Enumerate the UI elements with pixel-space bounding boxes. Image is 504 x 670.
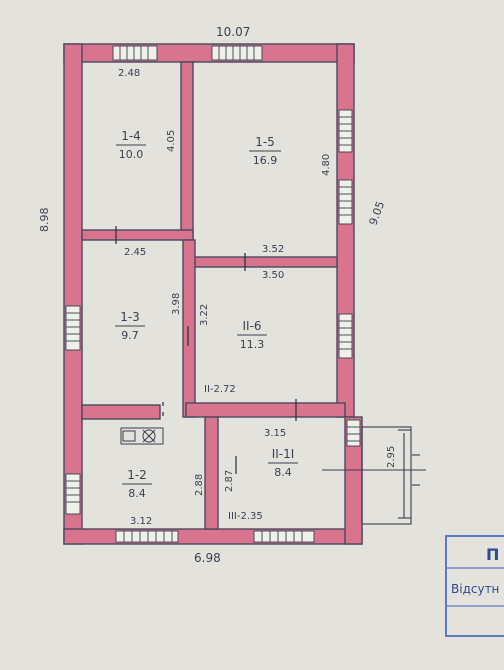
room-ii-6: II-6 11.3 [237,319,267,351]
room-labels: 1-4 10.0 1-5 16.9 1-3 9.7 II-6 11.3 1-2 … [115,129,298,500]
window-right-1 [338,109,353,153]
wall-interior-horizontal-right [192,256,338,268]
room-ii-11-id: II-1I [272,447,295,461]
dim-corridor: II-2.72 [204,384,236,395]
window-bottom-2 [253,530,315,543]
dim-room12-right: 2.88 [194,474,205,496]
wall-interior-vertical-lower [204,416,219,530]
room-1-2-id: 1-2 [127,468,147,482]
window-right-lower [346,419,361,447]
dim-room1-11-top: 3.15 [264,428,286,439]
stamp-corner-letter: П [486,545,499,564]
window-right-2 [338,179,353,225]
porch [322,426,426,525]
wall-interior-vertical-top [180,61,194,241]
stamp: П Відсутн [445,535,504,637]
room-ii-6-area: 11.3 [240,338,265,351]
stamp-border [445,535,504,637]
room-1-3-area: 9.7 [121,329,139,342]
dim-right-upper: 4.80 [321,154,332,176]
dim-porch: 2.95 [386,446,397,468]
dim-room13-right: 3.98 [171,293,182,315]
wall-top [63,43,355,63]
window-left-2 [65,473,81,515]
room-ii-6-id: II-6 [242,319,261,333]
stove-icon [120,427,164,445]
room-1-5: 1-5 16.9 [249,135,281,167]
dim-room1-11-left: 2.87 [224,470,235,492]
dim-bottom-width: 6.98 [194,551,221,565]
room-ii-11-area: 8.4 [274,466,292,479]
dim-room16-top: 3.50 [262,270,284,281]
wall-interior-horizontal-left [81,229,194,241]
wall-interior-horizontal-lower-left [81,404,161,420]
dim-room1-11-bottom: III-2.35 [228,511,263,522]
room-1-2: 1-2 8.4 [122,468,152,500]
dim-top-width: 10.07 [216,25,250,39]
window-bottom-1 [115,530,179,543]
dim-room12-bottom: 3.12 [130,516,152,527]
dim-mid-upper: 4.05 [166,130,177,152]
window-group [65,45,361,543]
room-1-4: 1-4 10.0 [116,129,146,161]
window-right-3 [338,313,353,359]
dim-room15-bottom: 3.52 [262,244,284,255]
wall-right-upper [336,43,355,418]
wall-left [63,43,83,545]
window-left-1 [65,305,81,351]
wall-interior-horizontal-lower-right [185,402,346,418]
dim-room14-top: 2.48 [118,68,140,79]
wall-bottom [63,528,363,545]
wall-interior-vertical-mid [182,239,196,418]
room-1-5-area: 16.9 [253,154,278,167]
door-marks [115,226,297,474]
room-1-5-id: 1-5 [255,135,275,149]
room-1-3-id: 1-3 [120,310,140,324]
dim-left-height: 8.98 [38,208,51,233]
dimension-labels: 10.07 6.98 8.98 9.05 4.80 4.05 2.48 2.45… [38,25,397,565]
room-1-4-id: 1-4 [121,129,141,143]
window-top-right [211,45,263,61]
room-1-2-area: 8.4 [128,487,146,500]
room-1-3: 1-3 9.7 [115,310,145,342]
dim-room16-left: 3.22 [199,304,210,326]
room-1-4-area: 10.0 [119,148,144,161]
window-top-left [112,45,158,61]
stamp-text-fragment: Відсутн [451,582,499,596]
dim-room14-bottom: 2.45 [124,247,146,258]
porch-outline [361,426,412,525]
room-ii-11: II-1I 8.4 [268,447,298,479]
